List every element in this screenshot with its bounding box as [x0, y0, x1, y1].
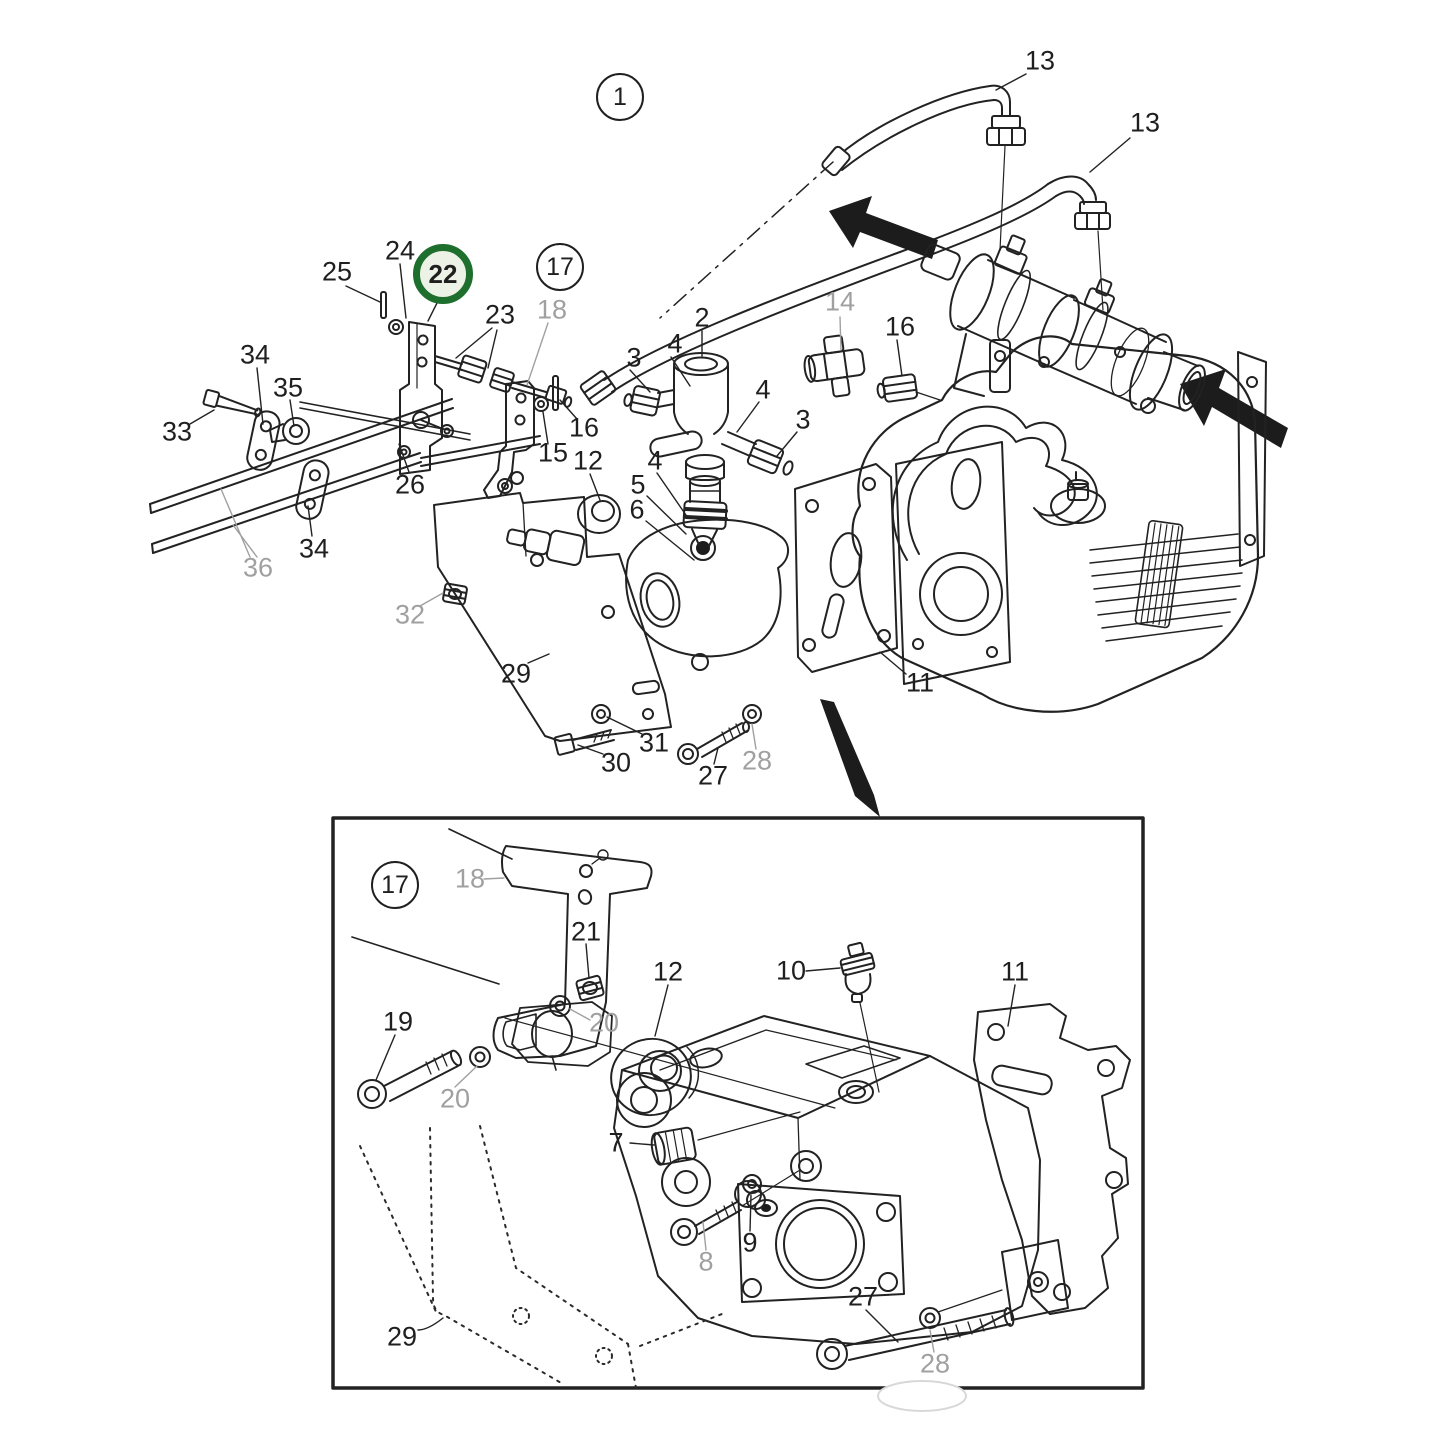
- inset-ghost-bracket-29-drawing: [360, 1126, 722, 1388]
- part-callout-29[interactable]: 29: [386, 1321, 418, 1352]
- part-callout-34[interactable]: 34: [239, 339, 271, 370]
- part-callout-35[interactable]: 35: [272, 372, 304, 403]
- flow-direction-arrow-top: [829, 196, 938, 259]
- detail-view-pointer-arrow: [820, 699, 880, 817]
- part-callout-28[interactable]: 28: [919, 1348, 951, 1379]
- part-callout-1[interactable]: 1: [596, 73, 644, 121]
- part-callout-26[interactable]: 26: [394, 469, 426, 500]
- part-callout-7[interactable]: 7: [608, 1127, 624, 1158]
- part-callout-17[interactable]: 17: [536, 243, 584, 291]
- flow-direction-arrow-right: [1180, 369, 1288, 448]
- inset-bolt-27-drawing: [817, 1290, 1015, 1369]
- part-callout-13[interactable]: 13: [1024, 45, 1056, 76]
- part-callout-2[interactable]: 2: [694, 302, 710, 333]
- valve-housing-drawing: [505, 520, 788, 670]
- part-callout-10[interactable]: 10: [775, 955, 807, 986]
- part-callout-33[interactable]: 33: [161, 416, 193, 447]
- part-callout-36[interactable]: 36: [242, 552, 274, 583]
- part-callout-34[interactable]: 34: [298, 533, 330, 564]
- part-callout-16[interactable]: 16: [568, 412, 600, 443]
- part-callout-8[interactable]: 8: [698, 1246, 714, 1277]
- part-callout-14[interactable]: 14: [824, 286, 856, 317]
- part-callout-12[interactable]: 12: [652, 956, 684, 987]
- bolt-27-washer-28-drawing: [678, 705, 761, 764]
- leader-lines-main: [190, 74, 1130, 764]
- part-callout-4[interactable]: 4: [755, 374, 771, 405]
- part-callout-27[interactable]: 27: [697, 760, 729, 791]
- part-callout-22[interactable]: 22: [413, 244, 473, 304]
- part-callout-18[interactable]: 18: [454, 863, 486, 894]
- part-callout-12[interactable]: 12: [572, 445, 604, 476]
- valve-2-drawing: [623, 353, 794, 546]
- leader-lines-inset: [376, 944, 1015, 1342]
- part-callout-31[interactable]: 31: [638, 727, 670, 758]
- inset-plug-7-drawing: [650, 1112, 800, 1245]
- bracket-18-drawing: [484, 376, 558, 498]
- fitting-14-drawing: [801, 333, 940, 403]
- leader-lines-main-gray: [221, 317, 841, 749]
- bolt-30-washer-31-drawing: [554, 705, 614, 755]
- part-callout-5[interactable]: 5: [630, 469, 646, 500]
- part-callout-3[interactable]: 3: [626, 342, 642, 373]
- inset-border: [333, 818, 1143, 1388]
- injection-pump-drawing: [853, 336, 1267, 711]
- part-callout-11[interactable]: 11: [1000, 956, 1030, 987]
- part-callout-18[interactable]: 18: [536, 294, 568, 325]
- part-callout-4[interactable]: 4: [667, 328, 683, 359]
- part-callout-30[interactable]: 30: [600, 747, 632, 778]
- part-callout-20[interactable]: 20: [439, 1083, 471, 1114]
- part-callout-11[interactable]: 11: [905, 667, 935, 698]
- part-callout-9[interactable]: 9: [742, 1227, 758, 1258]
- control-linkage-drawing: [150, 390, 540, 553]
- nut-32-drawing: [443, 583, 468, 605]
- inset-valve-10-drawing: [840, 942, 879, 1092]
- assembly-axis-line: [505, 1018, 835, 1108]
- gasket-11-drawing: [795, 464, 897, 672]
- inset-pump-housing-drawing: [614, 1016, 1068, 1344]
- part-callout-15[interactable]: 15: [537, 437, 569, 468]
- part-callout-27[interactable]: 27: [847, 1281, 879, 1312]
- part-callout-19[interactable]: 19: [382, 1006, 414, 1037]
- main-exploded-view-drawing: [150, 74, 1288, 817]
- part-callout-3[interactable]: 3: [795, 404, 811, 435]
- part-callout-28[interactable]: 28: [741, 745, 773, 776]
- bracket-22-drawing: [381, 292, 453, 474]
- fuel-filter-drawing: [920, 233, 1211, 415]
- part-callout-23[interactable]: 23: [484, 299, 516, 330]
- part-callout-21[interactable]: 21: [570, 916, 602, 947]
- part-callout-25[interactable]: 25: [321, 256, 353, 287]
- part-callout-16[interactable]: 16: [884, 311, 916, 342]
- fuel-hose-13b-drawing: [580, 177, 1110, 406]
- leader-lines-inset-gray: [455, 878, 934, 1352]
- part-callout-4[interactable]: 4: [647, 445, 663, 476]
- inset-detail-view-drawing: [333, 818, 1143, 1411]
- inset-gasket-11-drawing: [974, 1004, 1130, 1314]
- part-callout-20[interactable]: 20: [588, 1007, 620, 1038]
- part-callout-24[interactable]: 24: [384, 235, 416, 266]
- part-callout-13[interactable]: 13: [1129, 107, 1161, 138]
- part-callout-6[interactable]: 6: [629, 494, 645, 525]
- fuel-hose-13a-drawing: [821, 86, 1025, 250]
- hose-routing-dash-line: [660, 162, 833, 318]
- adjuster-23-drawing: [435, 355, 572, 408]
- part-callout-17[interactable]: 17: [371, 861, 419, 909]
- inset-grommet-12-drawing: [603, 1030, 700, 1124]
- part-callout-29[interactable]: 29: [500, 658, 532, 689]
- part-callout-32[interactable]: 32: [394, 599, 426, 630]
- bracket-29-drawing: [434, 493, 671, 741]
- inset-bolt-19-drawing: [358, 975, 604, 1108]
- watermark-blob: [878, 1381, 966, 1411]
